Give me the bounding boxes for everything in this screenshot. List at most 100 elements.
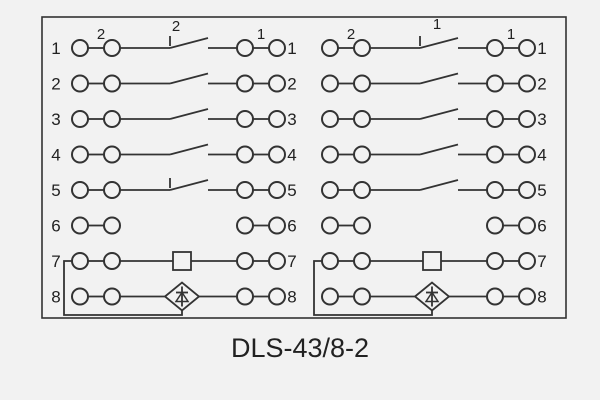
row-number-right: 6 [287, 217, 296, 236]
contact-blade [419, 108, 459, 120]
terminal-circle [71, 216, 89, 235]
terminal-circle [353, 39, 371, 57]
row-number-right: 2 [287, 75, 296, 94]
rectifier-triangle [174, 291, 190, 303]
contact-blade [419, 143, 459, 156]
rectifier-triangle [424, 291, 440, 303]
terminal-circle [268, 74, 286, 93]
contact-blade [419, 37, 459, 49]
terminal-circle [236, 181, 254, 199]
row-number-right: 5 [537, 181, 546, 200]
terminal-circle [236, 39, 254, 57]
terminal-circle [321, 74, 339, 93]
row-number-right: 7 [537, 252, 546, 271]
row-number-left: 2 [51, 75, 60, 94]
terminal-circle [518, 287, 536, 306]
row-number-right: 7 [287, 252, 296, 271]
terminal-circle [71, 287, 89, 306]
terminal-circle [103, 145, 121, 164]
row-number-right: 4 [537, 146, 546, 165]
row-number-right: 4 [287, 146, 296, 165]
terminal-circle [268, 110, 286, 128]
terminal-circle [486, 39, 504, 57]
terminal-circle [321, 39, 339, 57]
row-number-right: 8 [537, 288, 546, 307]
contact-blade [419, 179, 459, 191]
terminal-circle [71, 181, 89, 199]
contact-blade [419, 72, 459, 85]
terminal-circle [103, 252, 121, 270]
terminal-circle [486, 74, 504, 93]
terminal-circle [103, 39, 121, 57]
terminal-circle [268, 145, 286, 164]
terminal-circle [103, 287, 121, 306]
terminal-circle [353, 252, 371, 270]
indicator-box [422, 251, 442, 271]
terminal-label: 1 [507, 26, 515, 43]
contact-blade [169, 108, 209, 120]
terminal-circle [486, 181, 504, 199]
terminal-circle [71, 74, 89, 93]
terminal-circle [486, 145, 504, 164]
terminal-circle [236, 287, 254, 306]
terminal-circle [268, 287, 286, 306]
terminal-circle [71, 110, 89, 128]
terminal-circle [103, 181, 121, 199]
row-number-right: 3 [537, 110, 546, 129]
terminal-circle [236, 110, 254, 128]
contact-blade [169, 72, 209, 85]
row-number-left: 1 [51, 39, 60, 58]
terminal-circle [268, 39, 286, 57]
terminal-circle [321, 287, 339, 306]
loop-connection [313, 260, 433, 316]
terminal-label: 2 [97, 26, 105, 43]
terminal-circle [518, 252, 536, 270]
row-number-right: 1 [537, 39, 546, 58]
row-number-right: 3 [287, 110, 296, 129]
row-number-left: 3 [51, 110, 60, 129]
terminal-circle [353, 110, 371, 128]
contact-blade [169, 179, 209, 191]
terminal-label: 1 [257, 26, 265, 43]
terminal-circle [236, 145, 254, 164]
terminal-circle [321, 216, 339, 235]
row-number-left: 4 [51, 146, 60, 165]
terminal-circle [236, 252, 254, 270]
row-number-right: 1 [287, 39, 296, 58]
terminal-circle [353, 287, 371, 306]
terminal-circle [353, 145, 371, 164]
terminal-circle [353, 74, 371, 93]
terminal-circle [321, 110, 339, 128]
terminal-circle [518, 110, 536, 128]
terminal-label: 2 [347, 26, 355, 43]
row-number-right: 8 [287, 288, 296, 307]
diagram-caption: DLS-43/8-2 [231, 333, 369, 363]
row-number-left: 7 [51, 252, 60, 271]
terminal-circle [321, 181, 339, 199]
terminal-circle [518, 145, 536, 164]
terminal-circle [486, 216, 504, 235]
loop-connection [63, 260, 183, 316]
terminal-circle [268, 181, 286, 199]
terminal-circle [486, 287, 504, 306]
terminal-circle [486, 252, 504, 270]
diagram-border [41, 16, 567, 319]
terminal-circle [353, 181, 371, 199]
terminal-circle [236, 216, 254, 235]
terminal-circle [518, 216, 536, 235]
terminal-circle [268, 216, 286, 235]
terminal-circle [103, 74, 121, 93]
terminal-circle [321, 252, 339, 270]
terminal-circle [71, 145, 89, 164]
terminal-circle [71, 252, 89, 270]
terminal-circle [103, 110, 121, 128]
terminal-circle [518, 181, 536, 199]
terminal-circle [268, 252, 286, 270]
row-number-right: 2 [537, 75, 546, 94]
terminal-label: 1 [433, 16, 441, 33]
terminal-circle [103, 216, 121, 235]
indicator-box [172, 251, 192, 271]
terminal-circle [518, 74, 536, 93]
terminal-circle [518, 39, 536, 57]
